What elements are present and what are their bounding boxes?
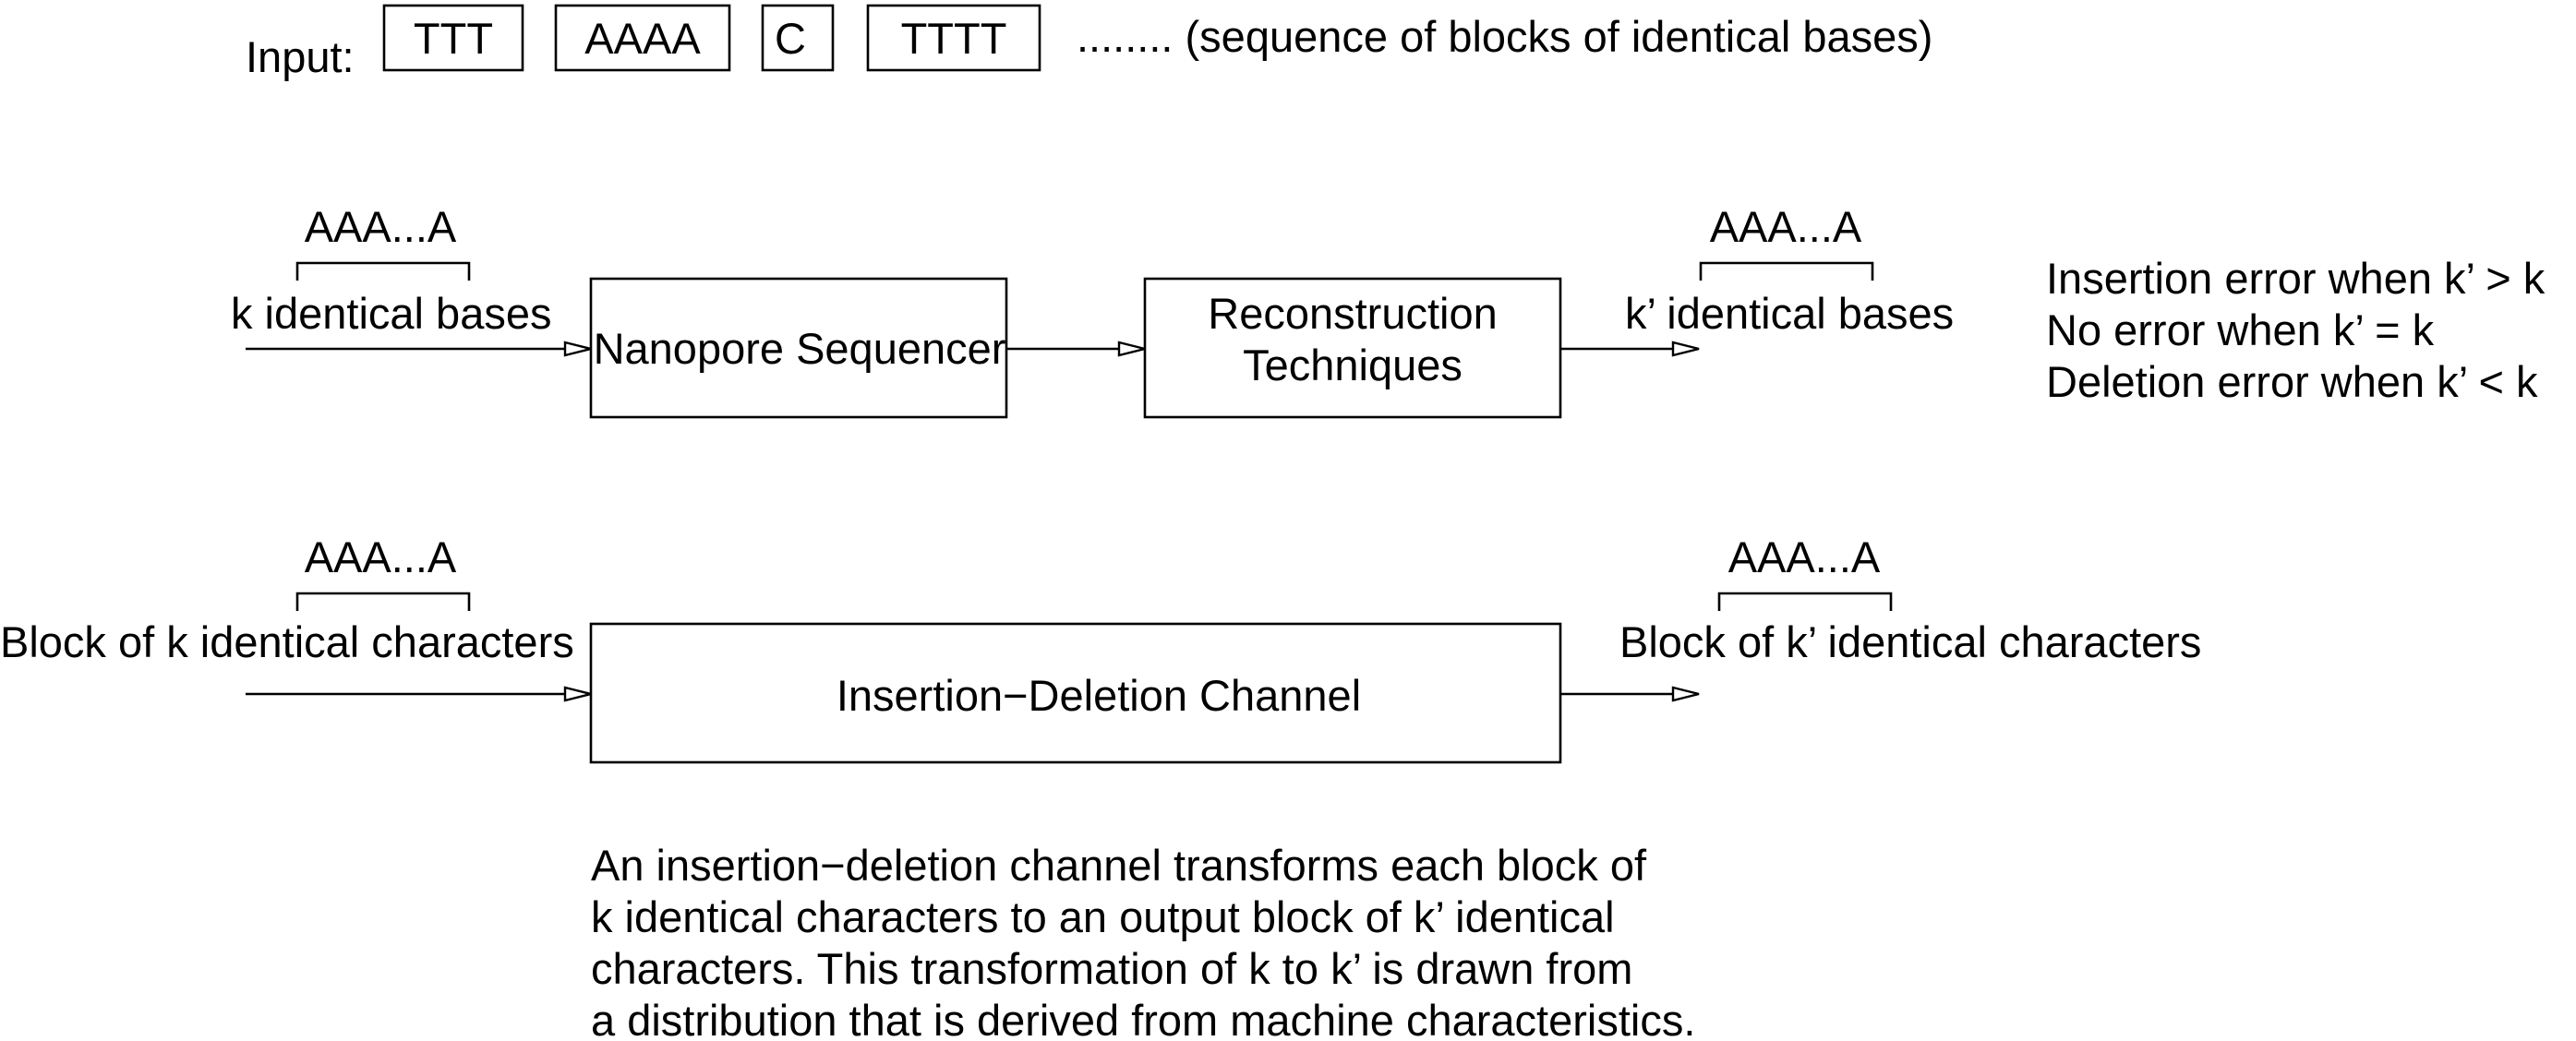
error-note-none: No error when k’ = k — [2046, 305, 2435, 354]
bottom-input-block-label: AAA...A — [305, 532, 457, 581]
input-block-text-2: AAAA — [584, 14, 701, 63]
top-output-label: k’ identical bases — [1625, 289, 1954, 338]
bottom-output-block-label: AAA...A — [1728, 532, 1881, 581]
caption-line-2: k identical characters to an output bloc… — [591, 892, 1615, 941]
input-label: Input: — [246, 32, 355, 81]
input-block-text-4: TTTT — [901, 14, 1007, 63]
input-block-box-1 — [382, 4, 524, 72]
bottom-output-label: Block of k’ identical characters — [1619, 617, 2201, 666]
nanopore-sequencer-label: Nanopore Sequencer — [594, 324, 1006, 373]
bottom-output-bracket — [1717, 592, 1893, 611]
bottom-input-label: Block of k identical characters — [0, 617, 574, 666]
error-note-deletion: Deletion error when k’ < k — [2046, 357, 2538, 406]
input-trailing-text: ........ (sequence of blocks of identica… — [1077, 12, 1932, 61]
top-input-arrowhead — [563, 341, 592, 357]
reconstruction-label-line1: Reconstruction — [1208, 289, 1498, 338]
caption-line-1: An insertion−deletion channel transforms… — [591, 841, 1647, 890]
bottom-input-arrowhead — [563, 686, 592, 702]
caption-line-4: a distribution that is derived from mach… — [591, 996, 1695, 1041]
input-block-box-2 — [554, 4, 731, 72]
bottom-output-arrowhead — [1671, 686, 1700, 702]
top-output-bracket — [1699, 261, 1874, 281]
input-block-box-3 — [761, 4, 835, 72]
sequencer-to-reconstruction-arrowhead — [1117, 341, 1146, 357]
insertion-deletion-channel-label: Insertion−Deletion Channel — [837, 671, 1361, 720]
input-block-text-3: C — [775, 14, 806, 63]
reconstruction-box — [1143, 277, 1562, 419]
top-output-block-label: AAA...A — [1710, 202, 1862, 251]
error-note-insertion: Insertion error when k’ > k — [2046, 254, 2546, 303]
caption-line-3: characters. This transformation of k to … — [591, 944, 1632, 993]
input-block-box-4 — [866, 4, 1041, 72]
input-block-text-1: TTT — [414, 14, 493, 63]
top-input-label: k identical bases — [231, 289, 551, 338]
bottom-input-bracket — [295, 592, 471, 611]
top-input-block-label: AAA...A — [305, 202, 457, 251]
top-input-bracket — [295, 261, 471, 281]
top-output-arrowhead — [1671, 341, 1700, 357]
reconstruction-label-line2: Techniques — [1243, 341, 1463, 389]
insertion-deletion-channel-box — [589, 622, 1562, 764]
